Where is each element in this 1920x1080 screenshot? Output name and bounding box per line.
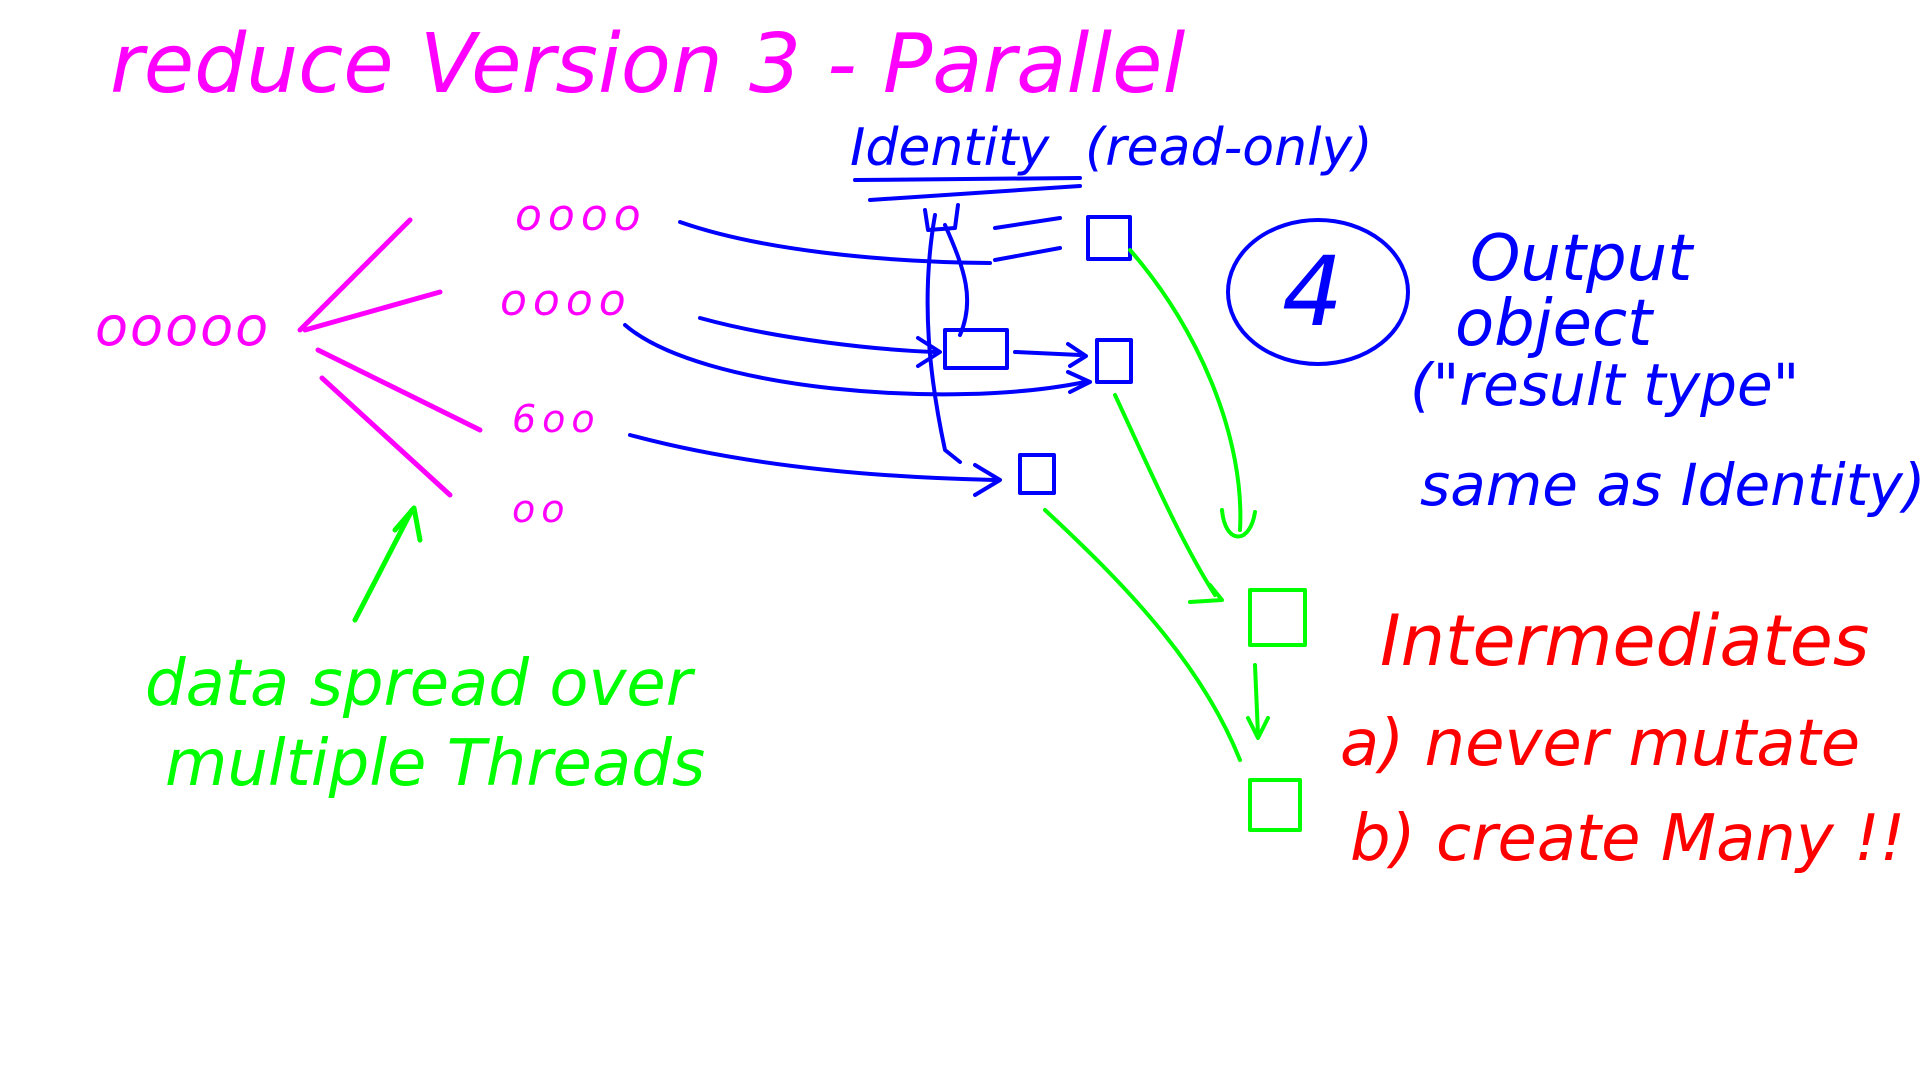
fan-line-4 bbox=[319, 375, 453, 498]
identity-note: (read-only) bbox=[1085, 118, 1373, 178]
accumulator-4 bbox=[1018, 453, 1056, 495]
identity-label: Identity bbox=[850, 118, 1051, 178]
output-line-2: object bbox=[1455, 287, 1655, 361]
fan-line-1 bbox=[297, 217, 413, 333]
accumulator-1 bbox=[1086, 215, 1132, 261]
output-line-1: Output bbox=[1470, 222, 1695, 296]
data-note-line-2: multiple Threads bbox=[165, 727, 705, 801]
arrow-partition-3 bbox=[628, 433, 997, 482]
intermediates-rule-b: b) create Many !! bbox=[1350, 802, 1905, 876]
page-title: reduce Version 3 - Parallel bbox=[110, 17, 1186, 112]
fan-out-lines bbox=[297, 217, 483, 498]
partition-1: oooo bbox=[515, 190, 647, 241]
data-note-line-1: data spread over bbox=[145, 647, 696, 721]
combine-arrow-2 bbox=[1113, 393, 1217, 597]
partition-arrows bbox=[623, 216, 1092, 497]
intermediate-box-1 bbox=[1248, 588, 1307, 647]
intermediates-rule-a: a) never mutate bbox=[1340, 707, 1860, 781]
arrow-partition-1 bbox=[678, 220, 992, 265]
data-note-arrow bbox=[352, 505, 423, 623]
combine-arrow-1 bbox=[1128, 248, 1243, 532]
output-number: 4 bbox=[1282, 236, 1343, 348]
partition-2: oooo bbox=[500, 275, 632, 326]
fan-line-2 bbox=[302, 289, 443, 333]
output-line-4: same as Identity) bbox=[1420, 451, 1920, 519]
accumulator-2 bbox=[943, 328, 1009, 370]
identity-underline bbox=[853, 176, 1082, 202]
combine-arrow-4 bbox=[1043, 508, 1242, 762]
arrow-partition-2 bbox=[698, 316, 937, 354]
partition-3: 6oo bbox=[512, 397, 601, 441]
output-line-3: ("result type" bbox=[1410, 351, 1799, 419]
output-number-circle bbox=[1226, 218, 1410, 366]
combine-arrows bbox=[1043, 248, 1270, 762]
intermediates-heading: Intermediates bbox=[1380, 600, 1869, 682]
accumulator-3 bbox=[1095, 338, 1133, 384]
partition-4: oo bbox=[512, 487, 571, 531]
source-data: ooooo bbox=[95, 295, 270, 358]
combine-arrow-3 bbox=[1253, 663, 1260, 737]
fan-line-3 bbox=[315, 347, 483, 433]
intermediate-box-2 bbox=[1248, 778, 1302, 832]
